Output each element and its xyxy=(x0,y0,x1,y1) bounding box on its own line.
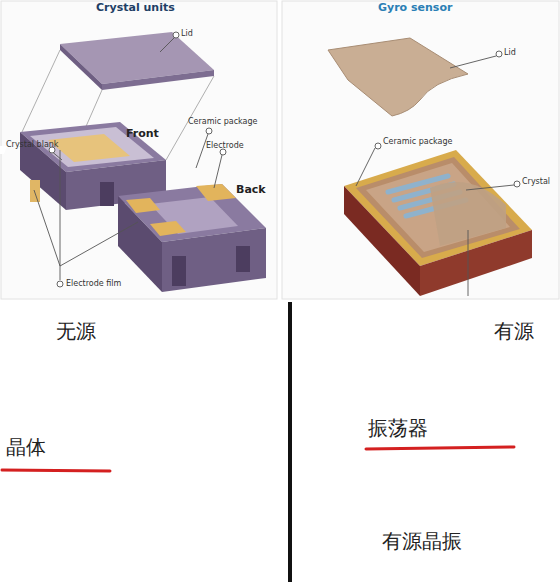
callout-markers xyxy=(49,32,520,287)
note-text: 有源晶振 xyxy=(382,530,462,553)
gyro-package xyxy=(344,150,532,296)
part-label: Lid xyxy=(504,48,516,57)
part-label: Ceramic package xyxy=(188,117,257,126)
view-label: Back xyxy=(236,184,266,197)
divider-line xyxy=(288,302,292,582)
note-text: 晶体 xyxy=(6,436,46,459)
part-label: Crystal blank xyxy=(6,140,59,149)
part-label: Ceramic package xyxy=(383,137,452,146)
underline xyxy=(2,470,110,471)
left-panel xyxy=(1,1,277,299)
part-label: Electrode film xyxy=(66,279,121,288)
underline xyxy=(366,447,514,449)
part-label: Crystal xyxy=(522,177,550,186)
crystal-package-back xyxy=(118,184,266,292)
note-text: 无源 xyxy=(56,320,96,343)
gyro-lid xyxy=(328,38,468,116)
leader-lines xyxy=(356,56,514,296)
part-label: Lid xyxy=(181,29,193,38)
panel-title: Crystal units xyxy=(96,2,175,15)
right-panel xyxy=(282,1,559,299)
note-text: 有源 xyxy=(494,320,534,343)
crystal-lid xyxy=(60,32,214,90)
part-label: Electrode xyxy=(206,141,244,150)
panel-title: Gyro sensor xyxy=(378,2,452,15)
leader-lines xyxy=(34,36,222,280)
note-text: 振荡器 xyxy=(368,417,428,440)
view-label: Front xyxy=(126,128,159,141)
